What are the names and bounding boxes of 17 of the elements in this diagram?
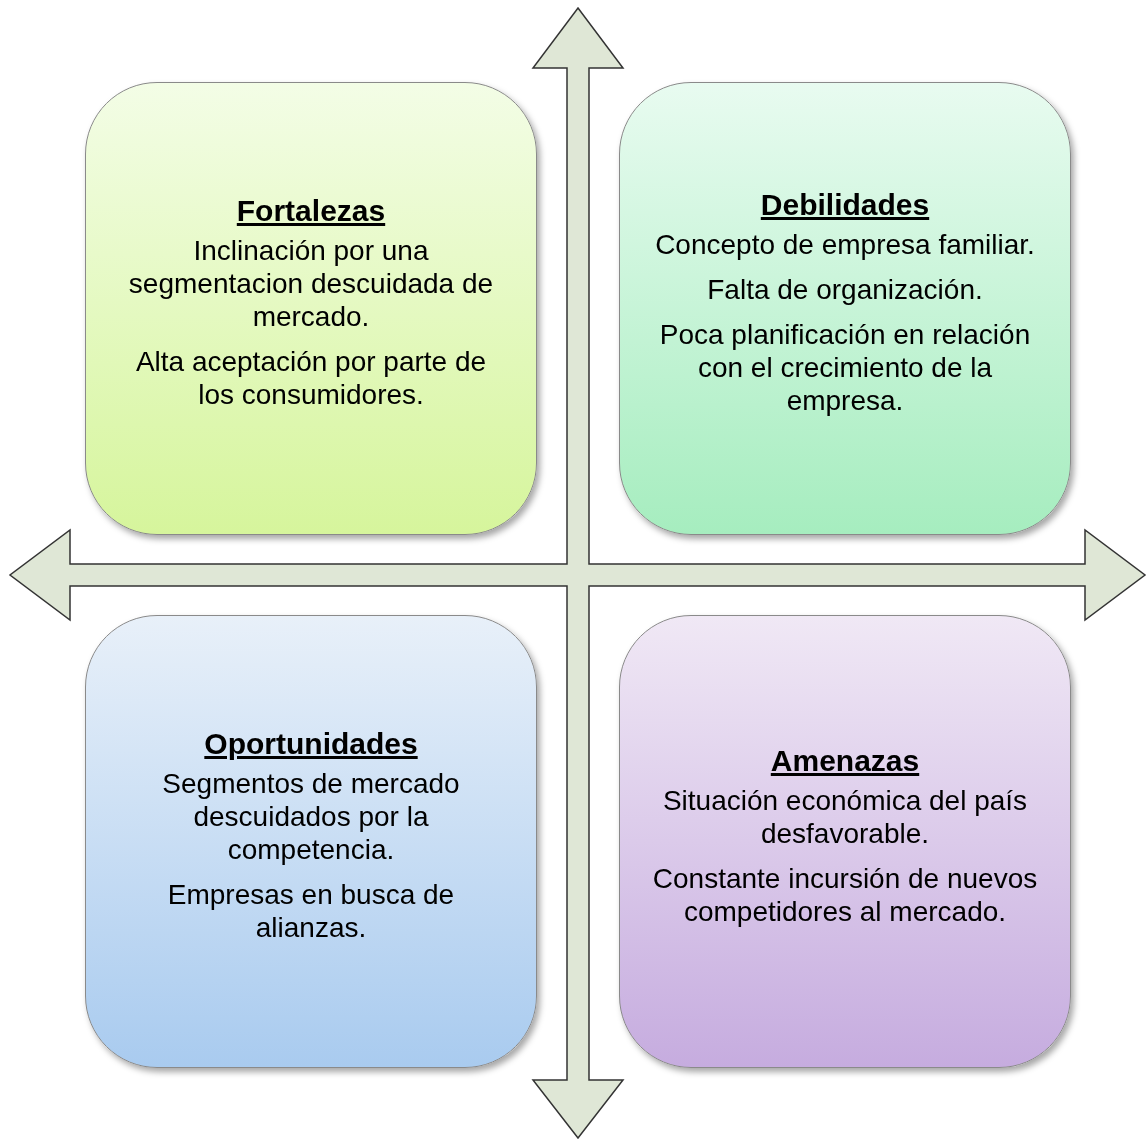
threats-box [619, 615, 1071, 1068]
strengths-box [85, 82, 537, 535]
quadrant-text: Falta de organización. [707, 273, 983, 306]
opportunities-box [85, 615, 537, 1068]
quadrant-text: Situación económica del país desfavorable. [661, 783, 1029, 850]
quadrant-text: Alta aceptación por parte de los consumidores. [134, 345, 488, 411]
weaknesses-box [619, 82, 1071, 535]
quadrant-heading: Fortalezas [236, 194, 386, 228]
quadrant-text: Segmentos de mercado descuidados por la competencia. [161, 767, 461, 866]
quadrant-text: Inclinación por una segmentacion descuidada de mercado. [127, 234, 495, 333]
quadrant-heading: Oportunidades [204, 727, 418, 761]
quadrant-text: Concepto de empresa familiar. [655, 228, 1035, 261]
quadrant-text: Poca planificación en relación con el crecimiento de la empresa. [658, 318, 1032, 417]
quadrant-text: Constante incursión de nuevos competidores al mercado. [651, 861, 1039, 928]
quadrant-heading: Debilidades [760, 188, 930, 222]
quadrant-heading: Amenazas [770, 743, 920, 778]
quadrant-text: Empresas en busca de alianzas. [166, 878, 456, 944]
